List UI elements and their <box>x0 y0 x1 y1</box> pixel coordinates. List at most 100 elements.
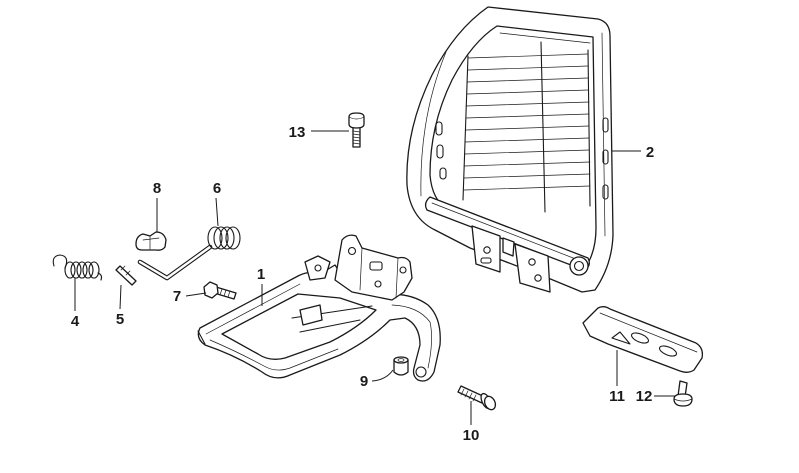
bracket-body <box>582 306 704 373</box>
bolt-head <box>348 112 365 129</box>
callout-9: 9 <box>360 373 368 390</box>
bolt-thread <box>352 130 361 145</box>
frame-side-rail-edge <box>205 283 301 335</box>
mesh-center-wire <box>540 41 546 213</box>
spring-end <box>97 272 103 281</box>
callout-5: 5 <box>116 311 124 328</box>
tube-bracket <box>304 255 331 281</box>
bracket-cutout <box>611 331 631 345</box>
knob-outer <box>569 256 589 276</box>
callout-10: 10 <box>463 427 480 444</box>
mount-plate-hole <box>374 280 382 288</box>
tube-bracket-hole <box>314 264 322 272</box>
mesh-wire <box>463 185 591 191</box>
bolt-thread <box>460 388 477 402</box>
bolt-head-top <box>348 116 365 120</box>
callout-8: 8 <box>153 180 161 197</box>
mount-plate-slot <box>369 261 383 271</box>
leader-line-6 <box>215 197 219 227</box>
mount-plate-edge <box>359 247 399 299</box>
bracket-hole <box>630 332 650 344</box>
backrest-slot <box>602 149 609 165</box>
backrest-frame <box>406 6 614 293</box>
bushing-top <box>393 356 409 364</box>
clip-8 <box>135 231 167 251</box>
mount-plate-hole <box>399 266 407 274</box>
leader-line-5 <box>119 284 122 310</box>
callout-12: 12 <box>636 388 653 405</box>
backrest-top-inner-edge <box>499 32 591 44</box>
bracket-11 <box>582 306 704 373</box>
bolt-head <box>203 281 219 299</box>
mesh-wire <box>465 125 590 131</box>
bolt-13 <box>348 112 365 148</box>
mesh-wire <box>463 161 591 167</box>
leader-lines <box>74 130 675 425</box>
mesh-wire <box>467 53 589 59</box>
clip-body <box>135 231 167 251</box>
mesh-wire <box>463 173 591 179</box>
spring-coil <box>76 261 88 279</box>
bracket-flange-edge <box>599 312 698 353</box>
mesh-wire <box>465 113 590 119</box>
cross-tube-highlight <box>431 202 587 264</box>
hinge-plate <box>471 225 501 273</box>
mesh-wire <box>467 65 589 71</box>
spring-coil <box>207 226 223 250</box>
callout-2: 2 <box>646 144 654 161</box>
hinge-plate <box>514 243 551 293</box>
spring-coil <box>82 261 94 279</box>
bushing-body <box>393 359 409 376</box>
mesh-wire <box>465 101 590 107</box>
backrest-slot <box>436 144 444 159</box>
lever-pivot-ring <box>415 366 427 378</box>
backrest-hinge-bracket-right <box>502 237 551 293</box>
torsion-spring-6 <box>137 226 241 281</box>
bushing-9 <box>393 356 409 376</box>
mesh-border-right <box>587 49 591 207</box>
backrest-hinge-bracket-left <box>471 225 501 273</box>
hinge-hole <box>483 246 491 254</box>
bolt-10 <box>457 385 497 411</box>
recliner-knob <box>569 256 589 276</box>
backrest-right-side-member <box>601 32 606 237</box>
leader-line-7 <box>185 292 207 297</box>
pin-collar <box>120 265 131 276</box>
mesh-wire <box>466 89 589 95</box>
bracket-hole <box>658 345 678 357</box>
hinge-tab <box>502 237 515 257</box>
bolt-7 <box>203 281 237 300</box>
callout-11: 11 <box>609 388 625 405</box>
bolt-thread <box>219 288 231 298</box>
pin-5 <box>115 265 137 286</box>
spring-coil <box>64 261 76 279</box>
backrest-slot <box>602 117 609 133</box>
callout-13: 13 <box>289 124 306 141</box>
callout-6: 6 <box>213 180 221 197</box>
mesh-border-left <box>462 55 469 201</box>
callouts: 13 2 8 6 1 7 4 5 9 10 11 12 <box>71 124 654 444</box>
mesh-wire <box>464 137 590 143</box>
clip-edge <box>142 235 160 250</box>
leader-line-9 <box>371 369 394 382</box>
lever-arm-edge <box>391 304 432 369</box>
mount-plate-body <box>334 234 413 301</box>
upright-mount-plate <box>334 234 413 301</box>
pin-body <box>115 265 137 286</box>
hinge-hole <box>534 274 542 282</box>
mount-plate-hole <box>347 246 357 256</box>
spring-coil <box>88 261 100 279</box>
knob-inner <box>573 260 585 272</box>
mesh-wire <box>464 149 590 155</box>
mesh-wire <box>466 77 589 83</box>
backrest-slot <box>439 167 447 180</box>
backrest-slot <box>435 121 443 136</box>
backrest-slot <box>602 184 609 200</box>
spring-coil <box>70 261 82 279</box>
bolt-head <box>483 395 497 411</box>
spring-coil <box>225 226 241 250</box>
spring-hook <box>52 254 68 269</box>
seat-hinge-frame <box>197 234 441 382</box>
frame-gusset <box>299 304 323 326</box>
